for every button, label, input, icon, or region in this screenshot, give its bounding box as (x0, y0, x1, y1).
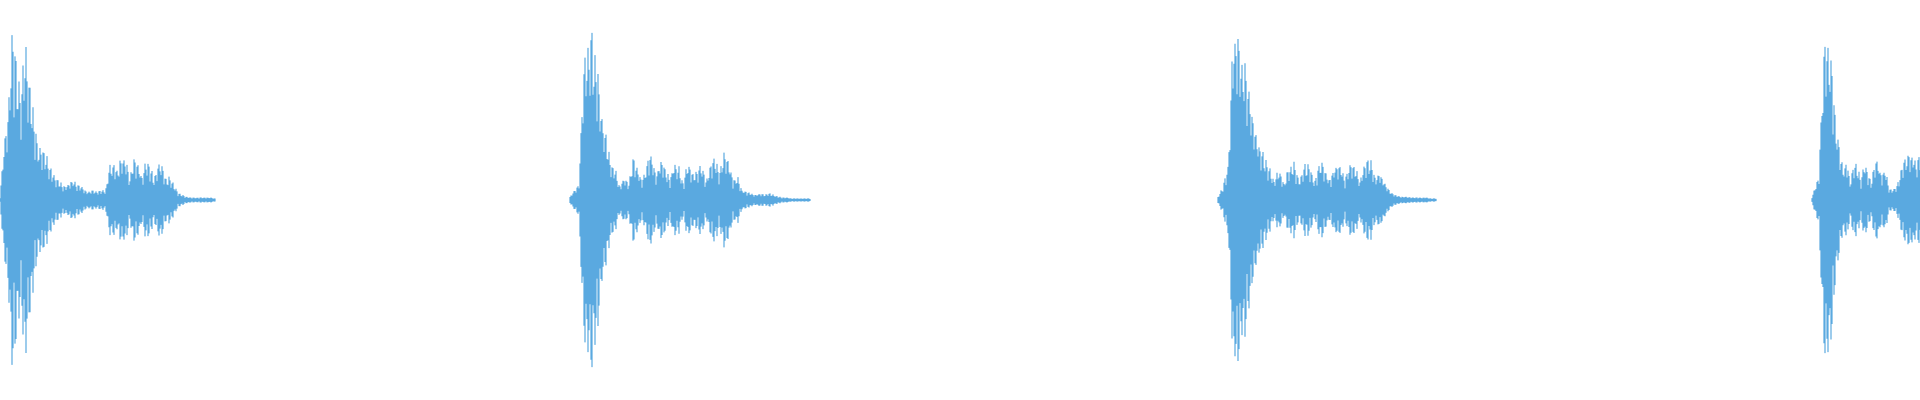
waveform-clip-4[interactable] (1811, 46, 1920, 354)
waveform-clip-3[interactable] (1217, 38, 1437, 362)
waveform-clip-2[interactable] (569, 32, 811, 368)
waveform-clip-1[interactable] (0, 35, 216, 365)
